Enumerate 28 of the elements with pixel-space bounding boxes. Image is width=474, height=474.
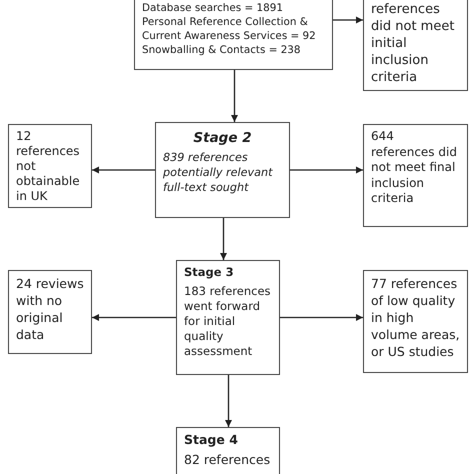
arrow (280, 314, 363, 321)
arrow (231, 70, 238, 122)
process-box (8, 270, 92, 354)
process-box (363, 124, 468, 227)
arrow (333, 16, 363, 24)
box-text: 644 references did not meet final inclusion criteria (371, 129, 458, 206)
process-box (363, 0, 468, 91)
process-box (134, 0, 333, 70)
arrow (290, 166, 363, 174)
box-text: 77 references of low quality in high volume areas, or US studies (371, 275, 460, 360)
arrow (220, 218, 227, 260)
arrow (92, 314, 176, 321)
stage-box (155, 122, 290, 218)
stage-heading: Stage 4 (184, 432, 239, 448)
stage-heading: Stage 3 (184, 265, 235, 280)
process-box (363, 270, 468, 373)
process-box (8, 124, 92, 208)
box-text: 183 references went forward for initial quality assessment (184, 284, 272, 359)
stage-heading: Stage 2 (192, 131, 253, 146)
box-text: Database searches = 1891 Personal Reference Collection & Current Awareness Services = 92 Snowballing & Contacts = 238 (142, 1, 317, 57)
box-text: references did not meet initial inclusion criteria (371, 1, 456, 86)
stage-box (176, 260, 280, 375)
box-text: 12 references not obtainable in UK (16, 129, 81, 204)
arrow (225, 375, 232, 427)
box-text: 82 references (184, 452, 272, 468)
box-text: 839 references potentially relevant full-text sought (163, 150, 274, 195)
arrow (92, 166, 155, 174)
box-text: 24 reviews with no original data (16, 275, 84, 343)
